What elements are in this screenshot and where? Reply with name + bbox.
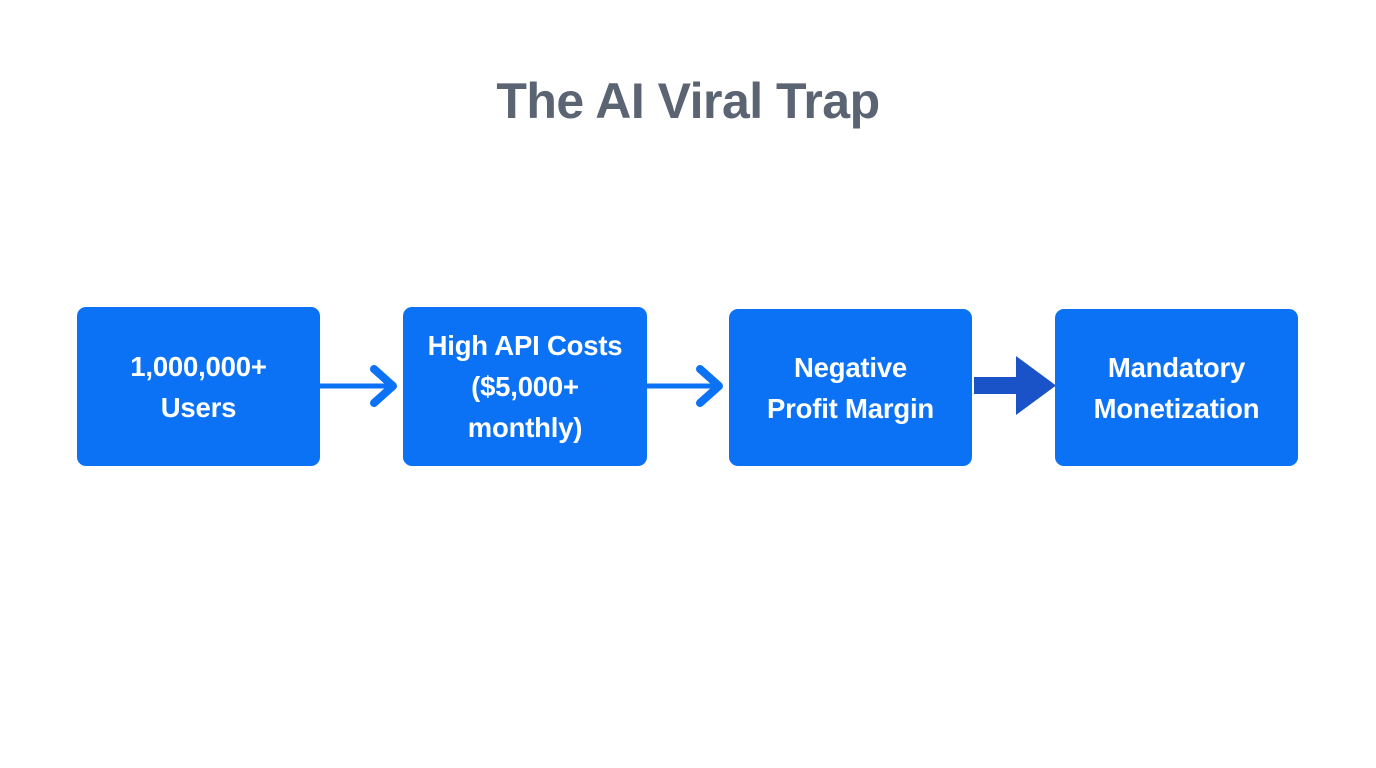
flow-node-api-costs[interactable]: High API Costs ($5,000+ monthly) — [403, 307, 647, 466]
bold-arrow-right-icon — [974, 356, 1056, 415]
flow-arrow-profit-margin-to-monetization — [966, 338, 1061, 434]
flow-node-label: Negative Profit Margin — [767, 351, 934, 424]
flow-arrow-users-to-api-costs — [318, 355, 408, 417]
flow-node-label: High API Costs ($5,000+ monthly) — [427, 330, 623, 443]
flow-node-label: 1,000,000+ Users — [130, 350, 267, 423]
page-title: The AI Viral Trap — [496, 73, 880, 129]
arrow-right-icon — [646, 365, 723, 407]
flow-node-users[interactable]: 1,000,000+ Users — [77, 307, 320, 466]
flow-node-label: Mandatory Monetization — [1093, 351, 1260, 424]
flow-node-monetization[interactable]: Mandatory Monetization — [1055, 309, 1298, 466]
arrow-right-icon — [320, 365, 397, 407]
flow-node-profit-margin[interactable]: Negative Profit Margin — [729, 309, 972, 466]
flow-arrow-api-costs-to-profit-margin — [644, 355, 734, 417]
